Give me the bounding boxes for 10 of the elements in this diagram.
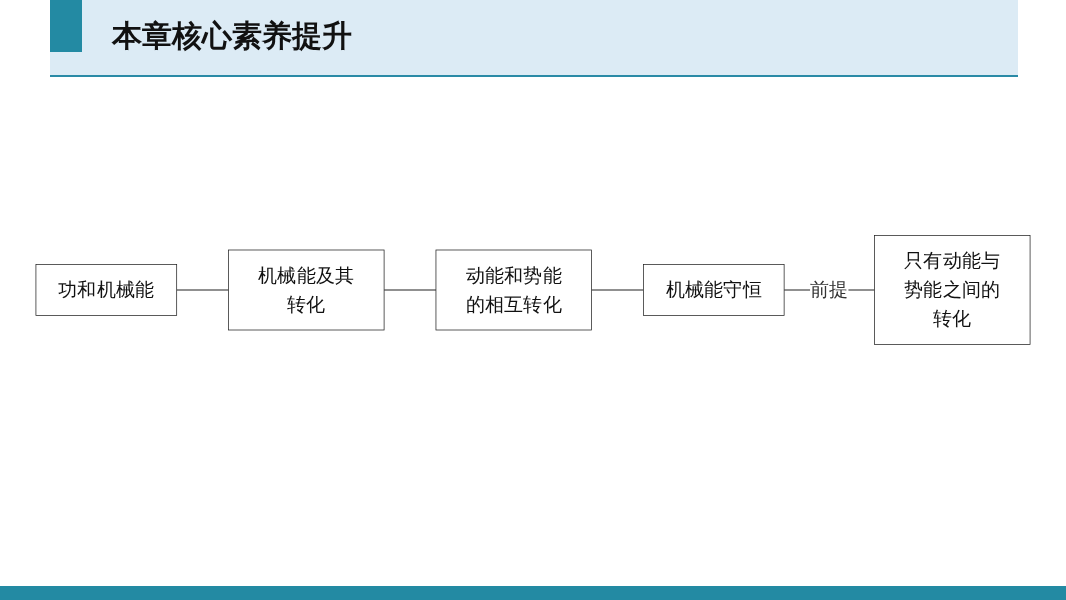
edge-label: 前提: [810, 278, 849, 301]
node-box: 机械能守恒: [643, 264, 785, 316]
node-box: 只有动能与势能之间的转化: [874, 235, 1031, 345]
node-box: 机械能及其转化: [228, 249, 385, 331]
connector: [176, 289, 230, 291]
node-box: 功和机械能: [35, 264, 178, 316]
node-box: 动能和势能的相互转化: [435, 249, 592, 331]
connector: [590, 289, 644, 291]
connector: [383, 289, 437, 291]
slide-title: 本章核心素养提升: [112, 17, 352, 55]
